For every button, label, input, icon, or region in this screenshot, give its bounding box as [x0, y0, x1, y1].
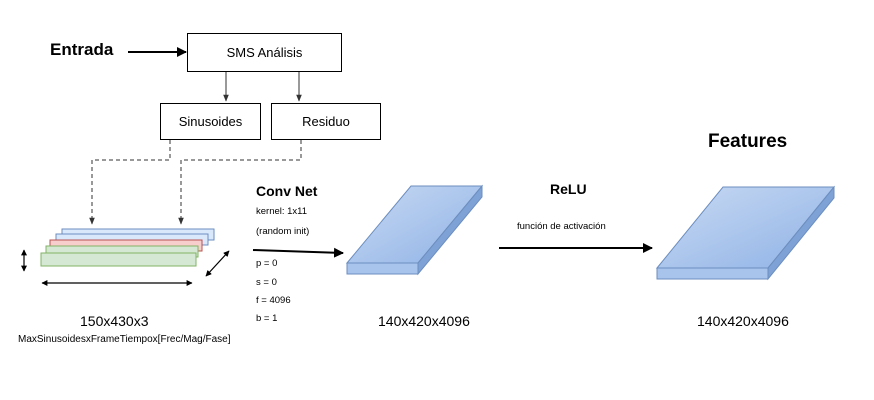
conv-param-padding: p = 0	[256, 258, 278, 269]
conv-kernel-label: kernel: 1x11	[256, 206, 308, 217]
conv-param-stride: s = 0	[256, 277, 277, 288]
conv-param-filters: f = 4096	[256, 295, 291, 306]
conv-output-slab-front-face	[346, 262, 419, 275]
sinusoides-box: Sinusoides	[160, 103, 261, 140]
depth-dimension-arrow	[205, 250, 230, 277]
conv-net-title: Conv Net	[256, 183, 318, 199]
residuo-box: Residuo	[271, 103, 381, 140]
features-title: Features	[708, 131, 788, 152]
conv-output-slab-top	[345, 185, 484, 264]
relu-title: ReLU	[550, 181, 587, 197]
features-slab-front-face	[656, 267, 769, 280]
sinusoides-dashed-connector	[89, 140, 171, 225]
input-caption: MaxSinusoidesxFrameTiempox[Frec/Mag/Fase…	[18, 334, 231, 345]
conv-init-label: (random init)	[256, 226, 310, 237]
sinusoides-label: Sinusoides	[178, 114, 243, 129]
conv-net-arrow	[252, 247, 344, 258]
features-slab	[655, 185, 836, 281]
residuo-label: Residuo	[302, 114, 350, 129]
sms-analysis-label: SMS Análisis	[226, 45, 303, 60]
relu-caption: función de activación	[517, 221, 606, 232]
conv-output-dims-label: 140x420x4096	[378, 313, 470, 329]
input-layer-green-front	[40, 252, 197, 267]
conv-param-bias: b = 1	[256, 313, 278, 324]
residuo-dashed-connector	[178, 140, 302, 225]
sms-analysis-box: SMS Análisis	[187, 33, 342, 72]
input-layer-stack	[40, 228, 215, 267]
input-label: Entrada	[50, 40, 114, 59]
features-dims-label: 140x420x4096	[697, 313, 789, 329]
input-dims-label: 150x430x3	[80, 313, 149, 329]
conv-output-slab	[345, 184, 484, 276]
